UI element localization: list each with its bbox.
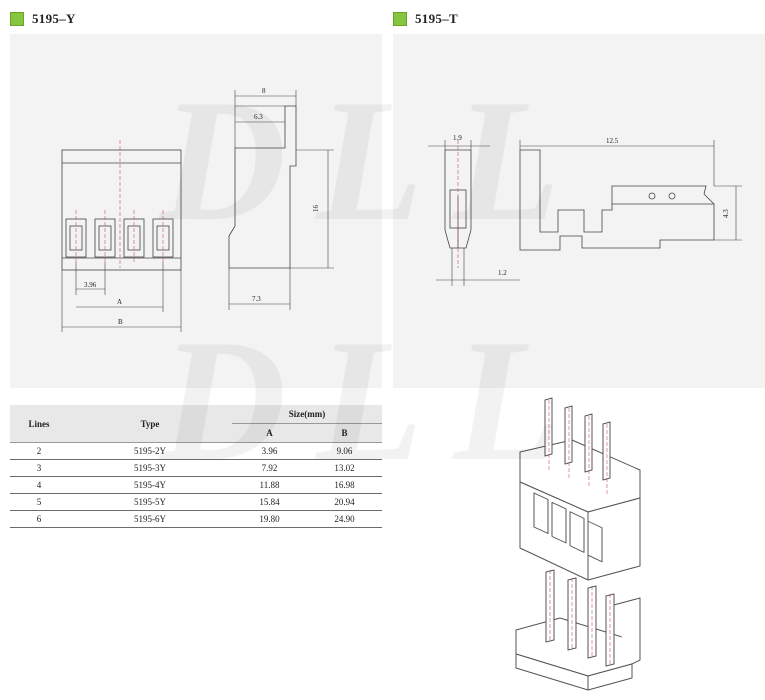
cell-lines: 3 (10, 459, 68, 477)
dim-12-5: 12.5 (606, 137, 619, 145)
dim-width-8: 8 (262, 87, 266, 95)
terminal-title: 5195–T (415, 11, 458, 26)
housing-title: 5195–Y (32, 11, 76, 26)
col-header-b: B (307, 423, 382, 443)
cell-b: 20.94 (307, 493, 382, 511)
cell-a: 3.96 (232, 442, 307, 460)
dim-4-3: 4.3 (722, 209, 730, 218)
size-table: Lines Type Size(mm) A B 2 5195-2Y 3.96 9… (10, 405, 382, 528)
table-row: 2 5195-2Y 3.96 9.06 (10, 442, 382, 460)
col-header-type: Type (68, 405, 232, 443)
cell-type: 5195-2Y (68, 442, 232, 460)
table-row: 5 5195-5Y 15.84 20.94 (10, 493, 382, 511)
cell-a: 15.84 (232, 493, 307, 511)
section-header-terminal: 5195–T (393, 10, 458, 28)
cell-b: 13.02 (307, 459, 382, 477)
table-row: 4 5195-4Y 11.88 16.98 (10, 476, 382, 494)
dim-pitch: 3.96 (84, 281, 97, 289)
cell-a: 19.80 (232, 510, 307, 528)
terminal-drawing-panel (393, 34, 765, 388)
cell-lines: 5 (10, 493, 68, 511)
cell-type: 5195-4Y (68, 476, 232, 494)
green-square-icon (10, 12, 24, 26)
col-header-lines: Lines (10, 405, 68, 443)
table-row: 6 5195-6Y 19.80 24.90 (10, 510, 382, 528)
cell-lines: 2 (10, 442, 68, 460)
dim-b: B (118, 318, 123, 326)
cell-type: 5195-6Y (68, 510, 232, 528)
cell-lines: 4 (10, 476, 68, 494)
cell-a: 11.88 (232, 476, 307, 494)
table-row: 3 5195-3Y 7.92 13.02 (10, 459, 382, 477)
cell-b: 9.06 (307, 442, 382, 460)
dim-6-3: 6.3 (254, 113, 263, 121)
green-square-icon (393, 12, 407, 26)
col-header-size: Size(mm) (232, 405, 382, 424)
cell-a: 7.92 (232, 459, 307, 477)
dim-1-9: 1.9 (453, 134, 462, 142)
cell-lines: 6 (10, 510, 68, 528)
dim-1-2: 1.2 (498, 269, 507, 277)
cell-b: 16.98 (307, 476, 382, 494)
dim-a: A (117, 298, 122, 306)
dim-7-3: 7.3 (252, 295, 261, 303)
dim-height-16: 16 (312, 205, 320, 213)
cell-type: 5195-3Y (68, 459, 232, 477)
col-header-a: A (232, 423, 307, 443)
cell-type: 5195-5Y (68, 493, 232, 511)
section-header-housing: 5195–Y (10, 10, 76, 28)
cell-b: 24.90 (307, 510, 382, 528)
housing-drawing-panel (10, 34, 382, 388)
